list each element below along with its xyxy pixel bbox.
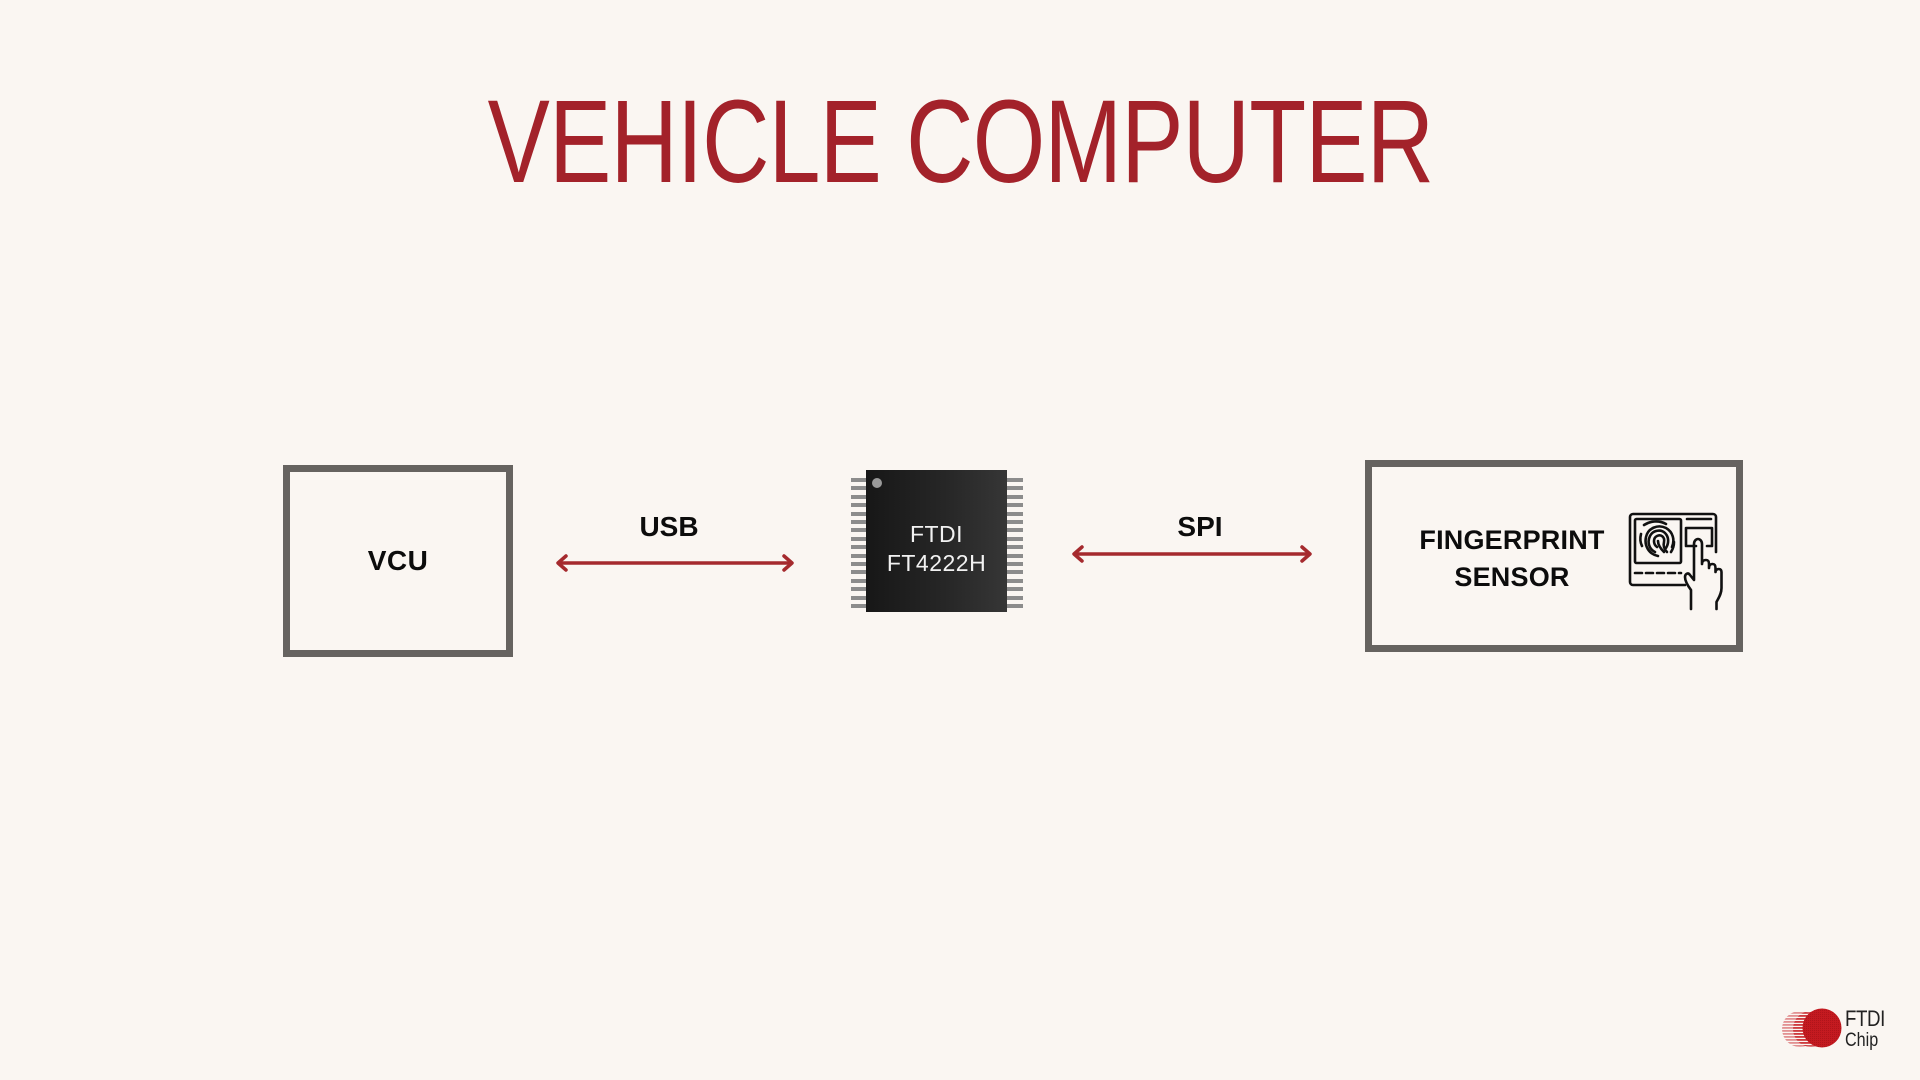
chip-pin <box>851 604 867 608</box>
chip-pin <box>1007 604 1023 608</box>
fingerprint-label-line2: SENSOR <box>1454 562 1570 592</box>
chip-pin <box>851 595 867 600</box>
chip-label: FTDI FT4222H <box>866 520 1007 578</box>
chip-pin <box>851 553 867 558</box>
chip-pin <box>1007 536 1023 541</box>
usb-bidirectional-arrow <box>556 554 794 572</box>
usb-arrow-head-left <box>556 554 568 572</box>
spi-link-label: SPI <box>1177 511 1223 542</box>
chip-pin <box>851 570 867 575</box>
chip-pin <box>851 545 867 550</box>
chip-label-line1: FTDI <box>909 521 964 547</box>
chip-label-line2: FT4222H <box>886 550 987 576</box>
usb-link-label: USB <box>639 511 699 542</box>
chip-pin <box>851 578 867 583</box>
fingerprint-sensor-label: FINGERPRINT SENSOR <box>1392 522 1632 596</box>
chip-pin1-marker <box>872 478 882 488</box>
usb-arrow-head-right <box>782 554 794 572</box>
chip-pin <box>851 478 867 482</box>
ftdi-logo-text: FTDI Chip <box>1845 1006 1892 1051</box>
spi-arrow-head-left <box>1072 545 1084 563</box>
chip-pin <box>1007 503 1023 508</box>
logo-line2: Chip <box>1845 1030 1879 1051</box>
title-container: VEHICLE COMPUTER <box>0 72 1920 212</box>
chip-body: FTDI FT4222H <box>866 470 1007 612</box>
chip-pin <box>1007 486 1023 491</box>
chip-pin <box>851 486 867 491</box>
vcu-node: VCU <box>283 465 513 657</box>
ic-chip-icon: FTDI FT4222H <box>848 466 1026 616</box>
chip-pin <box>1007 587 1023 592</box>
chip-pin <box>1007 478 1023 482</box>
chip-pin <box>851 587 867 592</box>
fingerprint-label-line1: FINGERPRINT <box>1419 525 1605 555</box>
chip-pin <box>1007 570 1023 575</box>
chip-pin <box>1007 562 1023 566</box>
vcu-label: VCU <box>367 545 429 576</box>
chip-pin <box>1007 553 1023 558</box>
chip-pin <box>851 511 867 516</box>
chip-pin <box>1007 511 1023 516</box>
chip-pin <box>851 494 867 499</box>
page-title: VEHICLE COMPUTER <box>487 76 1433 208</box>
spi-bidirectional-arrow <box>1072 545 1312 563</box>
chip-pin <box>1007 494 1023 499</box>
chip-pin <box>851 503 867 508</box>
chip-pin <box>851 520 867 524</box>
chip-pin <box>1007 578 1023 583</box>
chip-pin <box>1007 595 1023 600</box>
logo-line1: FTDI <box>1845 1006 1885 1031</box>
chip-pin <box>851 528 867 533</box>
ftdi-logo-mark-icon <box>1782 1008 1842 1048</box>
fingerprint-sensor-node: FINGERPRINT SENSOR <box>1365 460 1743 652</box>
spi-arrow-head-right <box>1300 545 1312 563</box>
fingerprint-scanner-icon <box>1628 512 1723 611</box>
ftdi-chip-logo: FTDI Chip <box>1776 1006 1896 1052</box>
chip-pin <box>1007 528 1023 533</box>
chip-pin <box>851 562 867 566</box>
chip-pin <box>851 536 867 541</box>
chip-pin <box>1007 545 1023 550</box>
chip-pin <box>1007 520 1023 524</box>
